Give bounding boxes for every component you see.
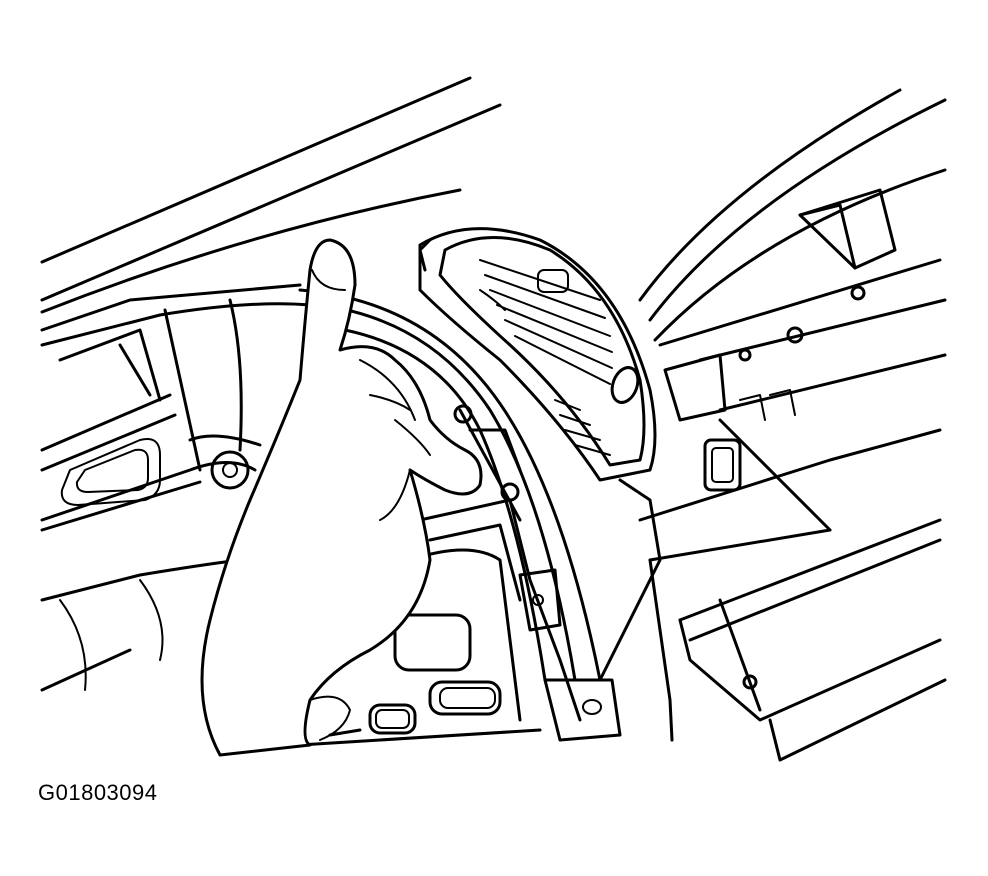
hand-pulling-trim <box>200 238 483 757</box>
pillar-trim-panel <box>298 288 662 742</box>
air-vent-outlet <box>418 227 657 482</box>
figure-id-label: G01803094 <box>38 780 158 805</box>
right-dash-panel <box>638 88 947 762</box>
windshield-lines <box>40 76 502 314</box>
